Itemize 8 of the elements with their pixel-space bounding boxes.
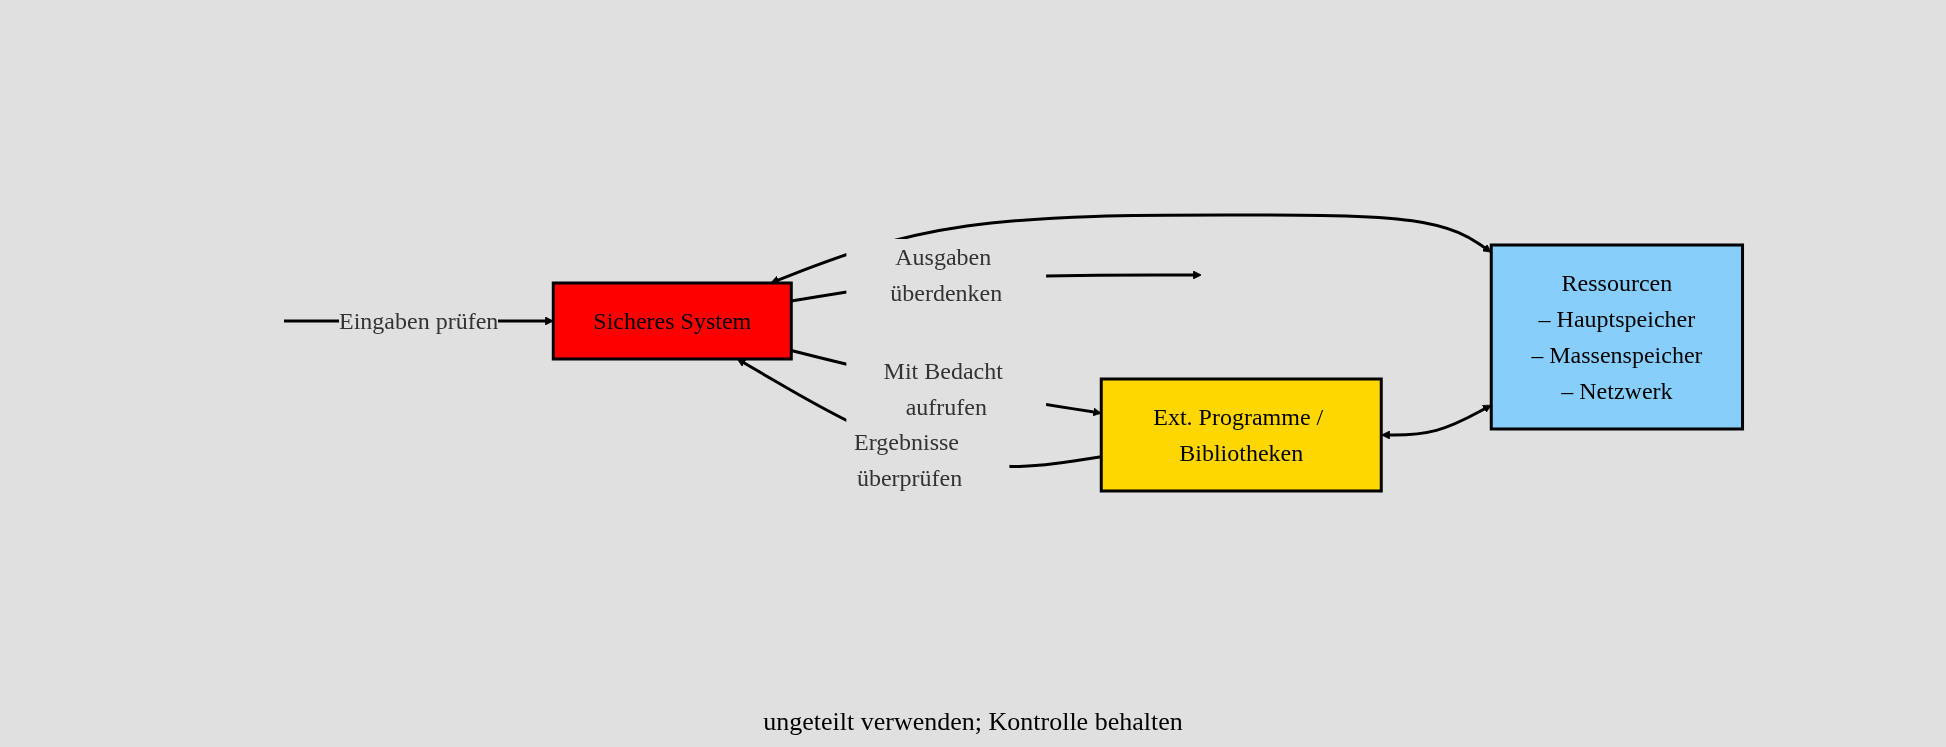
node-box: Sicheres System bbox=[551, 281, 793, 361]
edge-label: Mit Bedacht aufrufen bbox=[883, 358, 1003, 421]
edge-label: Ergebnisse überprüfen bbox=[853, 428, 962, 491]
edge-label: Eingaben prüfen bbox=[338, 308, 499, 335]
node-box: Ressourcen – Hauptspeicher – Massenspeicher – Netzwerk bbox=[1489, 243, 1744, 431]
node-box: Ext. Programme / Bibliotheken bbox=[1099, 377, 1383, 493]
edge-label: Ausgaben überdenken bbox=[890, 244, 1002, 307]
note-text: ungeteilt verwenden; Kontrolle behalten bbox=[763, 707, 1183, 737]
